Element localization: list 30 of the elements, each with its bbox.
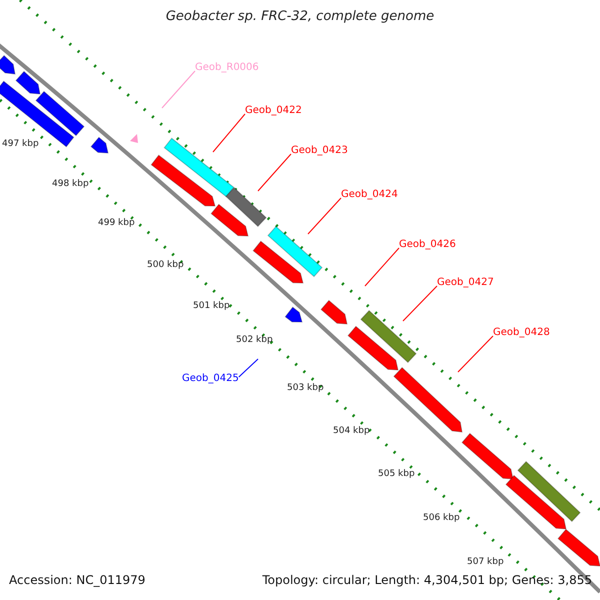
leader-line (308, 198, 342, 234)
position-label: 502 kbp (236, 336, 273, 346)
gene-label: Geob_0428 (493, 327, 550, 338)
map-title: Geobacter sp. FRC-32, complete genome (164, 10, 436, 24)
position-label: 498 kbp (52, 180, 89, 190)
position-label: 504 kbp (333, 427, 370, 437)
position-label: 503 kbp (287, 384, 324, 394)
genome-info-text: Topology: circular; Length: 4,304,501 bp; Genes: 3,855 (262, 574, 592, 588)
gene-label: Geob_0425 (182, 373, 239, 384)
gene-label: Geob_0423 (291, 145, 348, 156)
position-label: 499 kbp (98, 219, 135, 229)
leader-line (162, 70, 196, 108)
gene-label: Geob_0424 (341, 189, 398, 200)
position-label: 506 kbp (423, 514, 460, 524)
position-label: 500 kbp (147, 261, 184, 271)
gene-label: Geob_0422 (245, 105, 302, 116)
position-label: 501 kbp (193, 302, 230, 312)
leader-line (458, 336, 494, 372)
position-label: 505 kbp (378, 470, 415, 480)
leader-line (238, 358, 258, 378)
leader-line (212, 114, 246, 152)
leader-line (364, 248, 400, 286)
position-label: 507 kbp (467, 558, 504, 568)
gene-label: Geob_0426 (399, 239, 456, 250)
position-label: 497 kbp (2, 140, 39, 150)
gene-label: Geob_R0006 (195, 62, 259, 73)
gene-label: Geob_0427 (437, 277, 494, 288)
leader-line (402, 286, 438, 322)
leader-line (258, 154, 292, 192)
accession-text: Accession: NC_011979 (9, 574, 146, 588)
